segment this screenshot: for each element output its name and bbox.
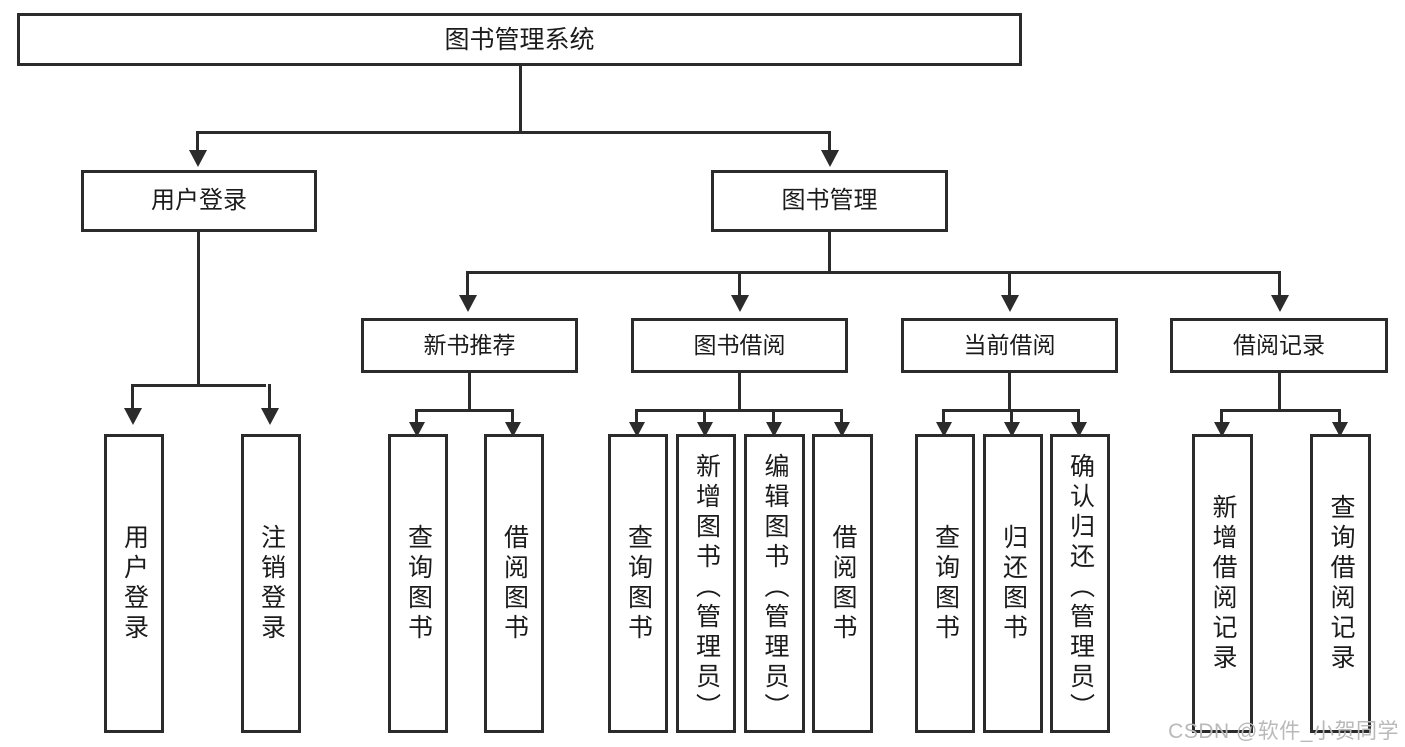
node-borrow-record[interactable]: 借阅记录: [1170, 318, 1388, 373]
leaf-query-book-nbr[interactable]: 查询图书: [388, 434, 448, 733]
connector-new-book-recommend-stem: [468, 373, 471, 410]
node-label: 新增图书（管理员）: [692, 453, 721, 723]
connector-borrow-record-stem: [1278, 373, 1281, 410]
arrowhead-leaf-logout: [261, 408, 279, 425]
connector-bb-leaf-1: [635, 409, 638, 425]
connector-user-login-stem: [197, 232, 200, 385]
node-book-management[interactable]: 图书管理: [711, 170, 948, 232]
leaf-confirm-return-admin[interactable]: 确认归还（管理员）: [1050, 434, 1110, 733]
node-label: 借阅图书: [500, 523, 529, 644]
connector-br-leaf-1: [1220, 409, 1223, 425]
connector-new-book-recommend-bus: [415, 409, 514, 412]
leaf-return-book[interactable]: 归还图书: [983, 434, 1043, 733]
node-label: 查询图书: [404, 523, 433, 644]
connector-nbr-leaf-2: [511, 409, 514, 425]
connector-br-leaf-2: [1338, 409, 1341, 425]
node-label: 借阅记录: [1233, 331, 1325, 358]
connector-bb-leaf-2: [703, 409, 706, 425]
connector-to-borrow-record: [1278, 271, 1281, 298]
node-label: 查询借阅记录: [1327, 493, 1355, 674]
arrowhead-user-login: [189, 150, 207, 167]
connector-to-book-borrow: [738, 271, 741, 298]
csdn-watermark: CSDN @软件_小贺同学: [1168, 720, 1399, 743]
connector-book-management-bus: [466, 271, 1281, 274]
connector-bb-leaf-4: [840, 409, 843, 425]
connector-user-login-bus: [131, 384, 266, 387]
connector-to-new-book-recommend: [466, 271, 469, 298]
leaf-borrow-book-nbr[interactable]: 借阅图书: [484, 434, 544, 733]
arrowhead-cb-leaf-1: [936, 422, 952, 437]
connector-root-bus: [196, 131, 831, 134]
arrowhead-leaf-user-login: [124, 408, 142, 425]
node-label: 图书借阅: [693, 331, 786, 358]
leaf-query-borrow-record[interactable]: 查询借阅记录: [1310, 434, 1371, 733]
connector-root-to-user-login: [196, 131, 199, 153]
node-root-book-management-system[interactable]: 图书管理系统: [17, 13, 1022, 66]
arrowhead-book-borrow: [731, 295, 749, 312]
node-label: 图书管理系统: [444, 25, 595, 54]
arrowhead-current-borrow: [1001, 295, 1019, 312]
leaf-user-login[interactable]: 用户登录: [104, 434, 164, 733]
arrowhead-nbr-leaf-1: [409, 422, 425, 437]
leaf-add-borrow-record[interactable]: 新增借阅记录: [1192, 434, 1253, 733]
leaf-logout[interactable]: 注销登录: [241, 434, 301, 733]
connector-bb-leaf-3: [772, 409, 775, 425]
connector-cb-leaf-1: [942, 409, 945, 425]
connector-cb-leaf-3: [1077, 409, 1080, 425]
connector-book-borrow-stem: [738, 373, 741, 410]
arrowhead-book-management: [821, 150, 839, 167]
connector-book-management-stem: [828, 232, 831, 272]
connector-to-current-borrow: [1008, 271, 1011, 298]
node-label: 注销登录: [257, 523, 286, 644]
node-current-borrow[interactable]: 当前借阅: [901, 318, 1118, 373]
node-label: 当前借阅: [963, 331, 1056, 358]
connector-root-stem: [519, 66, 522, 132]
arrowhead-nbr-leaf-2: [505, 422, 521, 437]
node-label: 确认归还（管理员）: [1066, 453, 1095, 723]
connector-to-leaf-user-login: [131, 384, 134, 411]
arrowhead-bb-leaf-1: [629, 422, 645, 437]
arrowhead-cb-leaf-2: [1004, 422, 1020, 437]
node-label: 查询图书: [931, 523, 960, 644]
node-new-book-recommend[interactable]: 新书推荐: [361, 318, 578, 373]
node-label: 用户登录: [120, 523, 149, 644]
arrowhead-br-leaf-1: [1214, 422, 1230, 437]
node-user-login[interactable]: 用户登录: [81, 170, 317, 232]
node-label: 归还图书: [999, 523, 1028, 644]
leaf-add-book-admin[interactable]: 新增图书（管理员）: [676, 434, 736, 733]
node-label: 图书管理: [781, 186, 878, 214]
connector-to-leaf-logout: [268, 384, 271, 411]
arrowhead-cb-leaf-3: [1071, 422, 1087, 437]
arrowhead-borrow-record: [1271, 295, 1289, 312]
node-label: 新书推荐: [423, 331, 516, 358]
arrowhead-bb-leaf-4: [834, 422, 850, 437]
connector-cb-leaf-2: [1010, 409, 1013, 425]
node-label: 借阅图书: [829, 523, 857, 644]
connector-borrow-record-bus: [1220, 409, 1341, 412]
node-label: 新增借阅记录: [1209, 493, 1237, 674]
arrowhead-br-leaf-2: [1332, 422, 1348, 437]
node-label: 查询图书: [624, 523, 653, 644]
leaf-edit-book-admin[interactable]: 编辑图书（管理员）: [744, 434, 805, 733]
connector-book-borrow-bus: [635, 409, 843, 412]
node-book-borrow[interactable]: 图书借阅: [631, 318, 848, 373]
leaf-borrow-book-bb[interactable]: 借阅图书: [812, 434, 873, 733]
leaf-query-book-bb[interactable]: 查询图书: [608, 434, 668, 733]
arrowhead-new-book-recommend: [459, 295, 477, 312]
arrowhead-bb-leaf-2: [697, 422, 713, 437]
arrowhead-bb-leaf-3: [766, 422, 782, 437]
connector-current-borrow-stem: [1008, 373, 1011, 410]
connector-root-to-book-management: [828, 131, 831, 153]
connector-nbr-leaf-1: [415, 409, 418, 425]
node-label: 编辑图书（管理员）: [761, 453, 789, 723]
node-label: 用户登录: [151, 186, 247, 214]
leaf-query-book-cb[interactable]: 查询图书: [915, 434, 975, 733]
